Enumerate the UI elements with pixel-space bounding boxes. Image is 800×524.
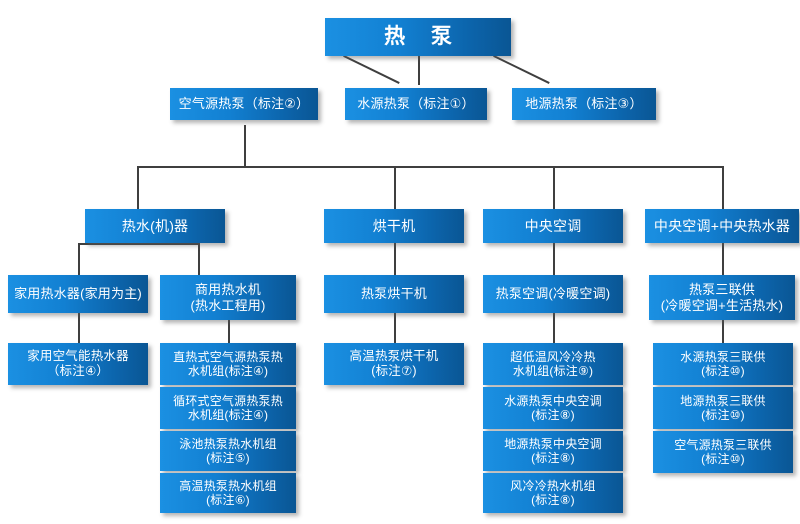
connector-home-to-leaf bbox=[78, 313, 80, 343]
connector-level3-bus bbox=[137, 166, 724, 168]
connector-bus-to-central-ac-water bbox=[722, 166, 724, 210]
node-air-source-heat-pump[interactable]: 空气源热泵（标注②） bbox=[170, 88, 318, 120]
connector-dryer-to-leaf bbox=[394, 313, 396, 343]
node-heat-pump-tri-generation[interactable]: 热泵三联供 (冷暖空调+生活热水) bbox=[649, 275, 795, 320]
connector-root-to-air-source bbox=[343, 55, 400, 84]
node-central-ac-plus-water-heater[interactable]: 中央空调+中央热水器 bbox=[645, 209, 799, 243]
node-leaf-pool-heat-pump-unit[interactable]: 泳池热泵热水机组 (标注⑤) bbox=[160, 431, 296, 471]
node-leaf-home-air-energy-water-heater[interactable]: 家用空气能热水器 （标注④） bbox=[8, 343, 148, 385]
connector-air-source-stem bbox=[244, 125, 246, 167]
connector-tri-to-leaf bbox=[722, 320, 724, 343]
node-heat-pump-air-conditioner[interactable]: 热泵空调(冷暖空调) bbox=[483, 275, 623, 313]
node-dryer[interactable]: 烘干机 bbox=[324, 209, 464, 243]
connector-central-ac-water-to-tri bbox=[722, 243, 724, 275]
node-leaf-high-temp-heat-pump-unit[interactable]: 高温热泵热水机组 (标注⑥) bbox=[160, 473, 296, 513]
connector-ac-to-leaf bbox=[553, 313, 555, 343]
connector-hot-water-stem bbox=[137, 243, 139, 245]
node-leaf-ground-source-tri-generation[interactable]: 地源热泵三联供 (标注⑩) bbox=[653, 387, 793, 429]
connector-dryer-to-heatpump-dryer bbox=[394, 243, 396, 275]
connector-bus-to-hot-water bbox=[137, 166, 139, 210]
node-leaf-high-temp-heat-pump-dryer[interactable]: 高温热泵烘干机 (标注⑦) bbox=[324, 343, 464, 385]
node-leaf-ultra-low-temp-air-cooled-unit[interactable]: 超低温风冷冷热 水机组(标注⑨) bbox=[483, 343, 623, 385]
connector-hot-water-to-commercial bbox=[198, 243, 200, 275]
node-leaf-direct-heating-air-source-unit[interactable]: 直热式空气源热泵热 水机组(标注④) bbox=[160, 343, 296, 385]
connector-root-stem bbox=[418, 55, 420, 85]
node-leaf-circulating-air-source-unit[interactable]: 循环式空气源热泵热 水机组(标注④) bbox=[160, 387, 296, 429]
node-leaf-air-source-tri-generation[interactable]: 空气源热泵三联供 (标注⑩) bbox=[653, 431, 793, 473]
connector-central-ac-to-heatpump-ac bbox=[553, 243, 555, 275]
node-leaf-air-cooled-chiller-unit[interactable]: 风冷冷热水机组 (标注⑧) bbox=[483, 473, 623, 513]
node-commercial-water-heater[interactable]: 商用热水机 (热水工程用) bbox=[160, 275, 296, 320]
connector-commercial-to-leaf bbox=[228, 320, 230, 343]
node-heat-pump-dryer[interactable]: 热泵烘干机 bbox=[324, 275, 464, 313]
node-leaf-ground-source-central-ac[interactable]: 地源热泵中央空调 (标注⑧) bbox=[483, 431, 623, 471]
connector-root-to-ground-source bbox=[493, 55, 550, 84]
node-hot-water-machine[interactable]: 热水(机)器 bbox=[85, 209, 225, 243]
connector-bus-to-dryer bbox=[394, 166, 396, 210]
node-leaf-water-source-central-ac[interactable]: 水源热泵中央空调 (标注⑧) bbox=[483, 387, 623, 429]
connector-hot-water-split bbox=[78, 243, 200, 245]
connector-hot-water-to-home bbox=[78, 243, 80, 275]
connector-bus-to-central-ac bbox=[553, 166, 555, 210]
node-home-water-heater[interactable]: 家用热水器(家用为主) bbox=[8, 275, 148, 313]
node-root-heat-pump[interactable]: 热 泵 bbox=[325, 18, 511, 56]
node-ground-source-heat-pump[interactable]: 地源热泵（标注③） bbox=[512, 88, 656, 120]
node-water-source-heat-pump[interactable]: 水源热泵（标注①） bbox=[345, 88, 487, 120]
node-leaf-water-source-tri-generation[interactable]: 水源热泵三联供 (标注⑩) bbox=[653, 343, 793, 385]
node-central-air-conditioning[interactable]: 中央空调 bbox=[483, 209, 623, 243]
